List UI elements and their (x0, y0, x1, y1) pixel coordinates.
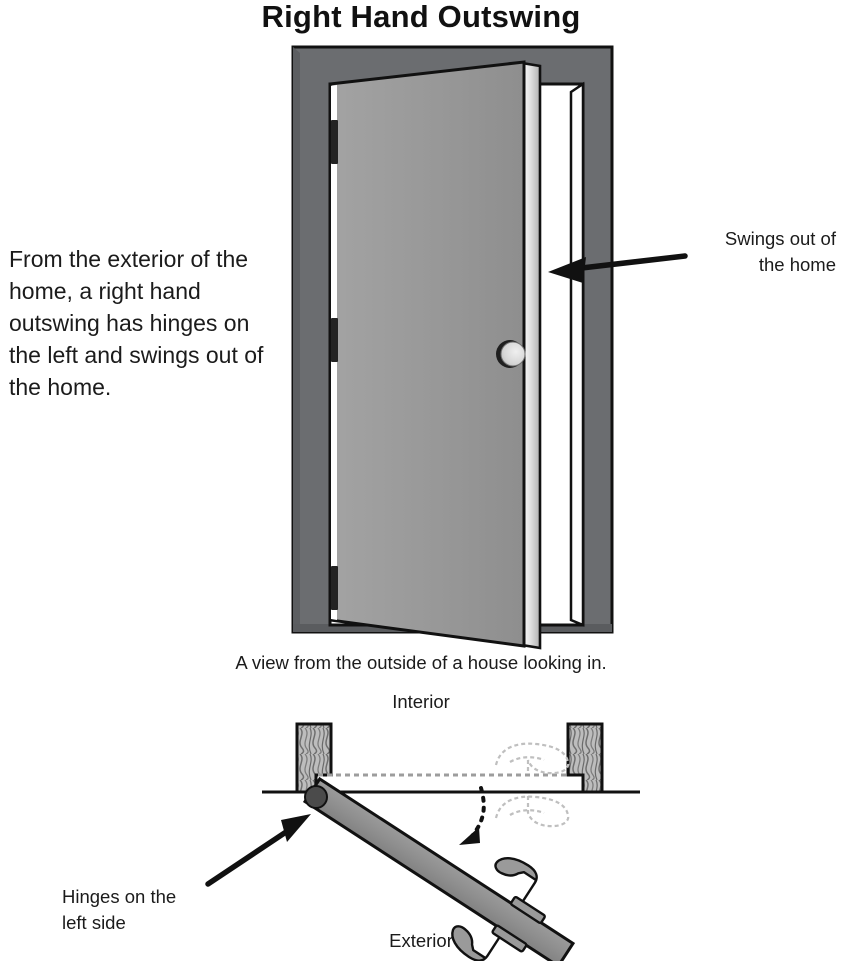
door-slab (328, 60, 542, 650)
label-exterior: Exterior (389, 930, 453, 951)
hinge-pivot-dot-icon (304, 785, 328, 809)
arrow-up-right-icon (205, 814, 311, 887)
caption-perspective-view: A view from the outside of a house looki… (235, 652, 607, 673)
plan-door-slab (302, 776, 576, 961)
callout-hinge-side: Hinges on the left side (62, 886, 177, 933)
lever-handle-icon (451, 924, 528, 961)
jamb-depth-right (569, 81, 585, 627)
page-title: Right Hand Outswing (261, 0, 581, 34)
right-door-jamb (566, 722, 604, 794)
perspective-door-illustration (291, 45, 688, 650)
ghost-lever-handle-interior (494, 742, 570, 775)
ghost-lever-handle-exterior (494, 795, 570, 828)
arrow-left-icon (548, 253, 688, 283)
callout-swing-direction: Swings out of the home (724, 228, 836, 275)
lever-handle-icon (494, 857, 546, 924)
label-interior: Interior (392, 691, 450, 712)
hinge-icon (331, 120, 338, 610)
dotted-arc-arrow-icon (459, 786, 486, 845)
intro-paragraph: From the exterior of the home, a right h… (9, 246, 264, 400)
round-door-knob-icon (496, 340, 526, 368)
